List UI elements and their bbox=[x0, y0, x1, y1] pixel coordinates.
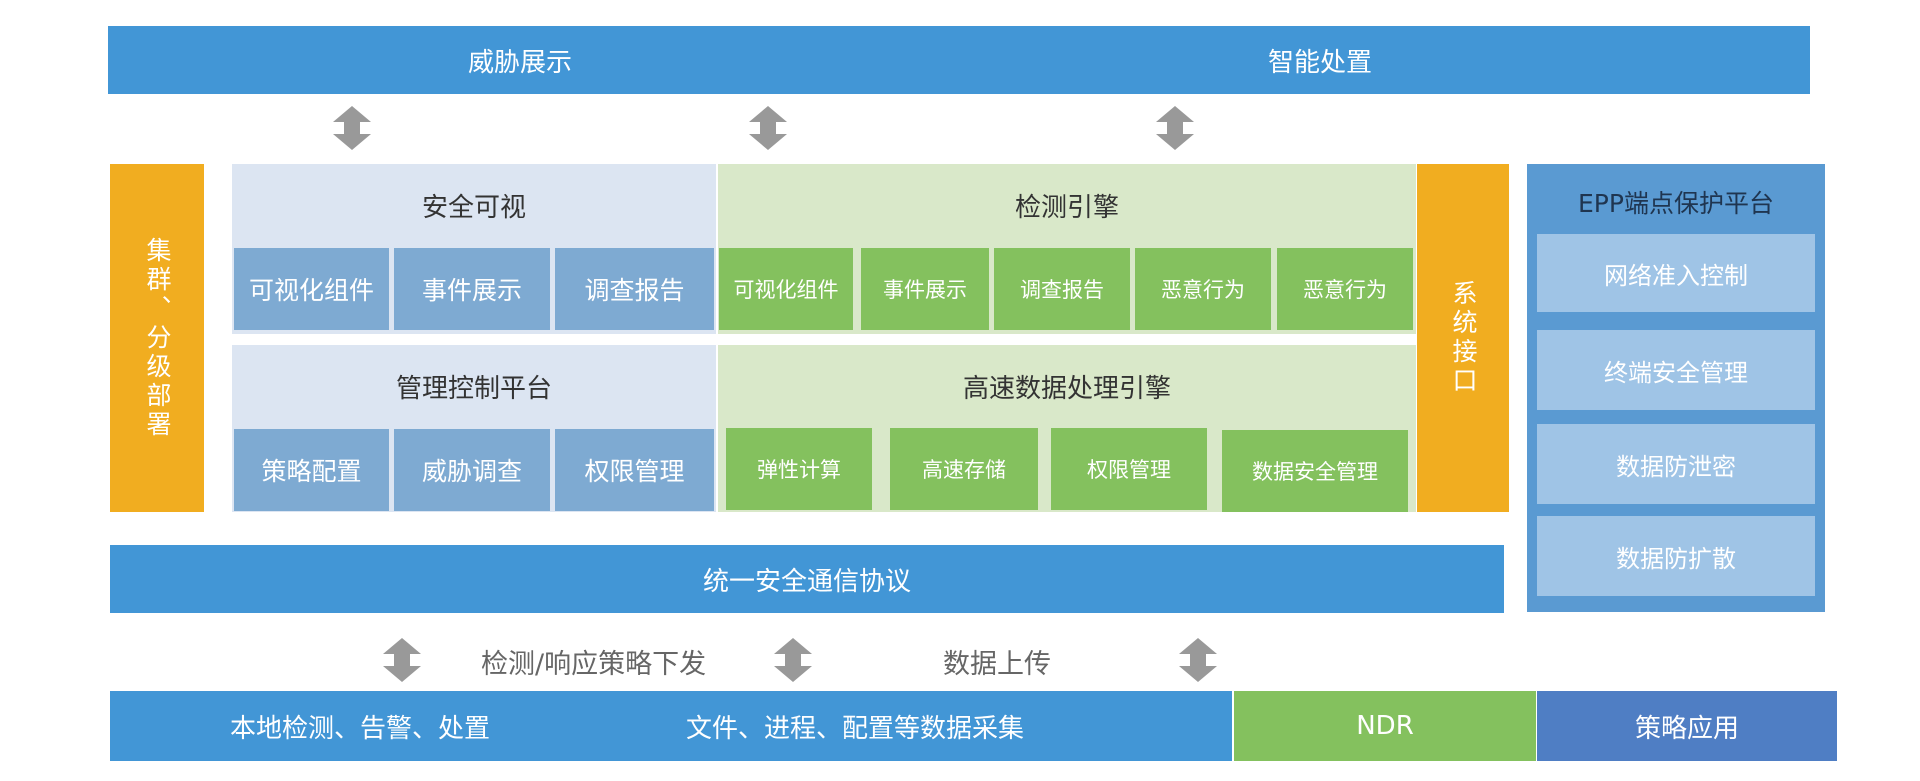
security-visual-item: 事件展示 bbox=[394, 248, 550, 330]
detect-engine-title: 检测引擎 bbox=[718, 164, 1416, 246]
detect-engine-item: 事件展示 bbox=[861, 248, 989, 330]
double-arrow-icon bbox=[1156, 106, 1194, 150]
double-arrow-icon bbox=[774, 638, 812, 682]
epp-item: 终端安全管理 bbox=[1537, 330, 1815, 410]
security-visual-item: 调查报告 bbox=[555, 248, 714, 330]
data-engine-item: 数据安全管理 bbox=[1222, 430, 1408, 512]
data-upload-label: 数据上传 bbox=[943, 649, 1051, 680]
mgmt-platform-title: 管理控制平台 bbox=[232, 345, 716, 427]
top-bar bbox=[108, 26, 1810, 94]
ndr-block: NDR bbox=[1234, 691, 1536, 761]
detect-engine-item: 恶意行为 bbox=[1135, 248, 1271, 330]
cluster-deploy-column: 集群、分级部署 bbox=[110, 164, 204, 512]
epp-item: 网络准入控制 bbox=[1537, 234, 1815, 312]
mgmt-platform-item: 权限管理 bbox=[555, 429, 714, 511]
detect-engine-item: 可视化组件 bbox=[719, 248, 853, 330]
double-arrow-icon bbox=[1179, 638, 1217, 682]
data-collect-label: 文件、进程、配置等数据采集 bbox=[685, 713, 1024, 744]
data-engine-title: 高速数据处理引擎 bbox=[718, 345, 1416, 427]
policy-dispatch-label: 检测/响应策略下发 bbox=[481, 649, 707, 680]
mgmt-platform-item: 策略配置 bbox=[234, 429, 389, 511]
local-detect-label: 本地检测、告警、处置 bbox=[229, 713, 490, 744]
detect-engine-item: 恶意行为 bbox=[1277, 248, 1413, 330]
epp-title: EPP端点保护平台 bbox=[1578, 189, 1774, 218]
security-visual-item: 可视化组件 bbox=[234, 248, 389, 330]
data-engine-item: 弹性计算 bbox=[726, 428, 872, 510]
system-interface-column: 系统接口 bbox=[1417, 164, 1509, 512]
cluster-deploy-label: 集群、分级部署 bbox=[143, 236, 172, 440]
security-visual-title: 安全可视 bbox=[232, 164, 716, 246]
data-engine-item: 高速存储 bbox=[890, 428, 1038, 510]
system-interface-label: 系统接口 bbox=[1449, 280, 1478, 396]
protocol-bar: 统一安全通信协议 bbox=[110, 545, 1504, 613]
threat-display-label: 威胁展示 bbox=[467, 47, 572, 78]
double-arrow-icon bbox=[333, 106, 371, 150]
smart-handling-label: 智能处置 bbox=[1267, 47, 1372, 78]
double-arrow-icon bbox=[749, 106, 787, 150]
detect-engine-item: 调查报告 bbox=[994, 248, 1130, 330]
epp-item: 数据防泄密 bbox=[1537, 424, 1815, 504]
double-arrow-icon bbox=[383, 638, 421, 682]
data-engine-item: 权限管理 bbox=[1051, 428, 1207, 510]
policy-apply-block: 策略应用 bbox=[1537, 691, 1837, 761]
epp-item: 数据防扩散 bbox=[1537, 516, 1815, 596]
bottom-bar bbox=[110, 691, 1232, 761]
mgmt-platform-item: 威胁调查 bbox=[394, 429, 550, 511]
